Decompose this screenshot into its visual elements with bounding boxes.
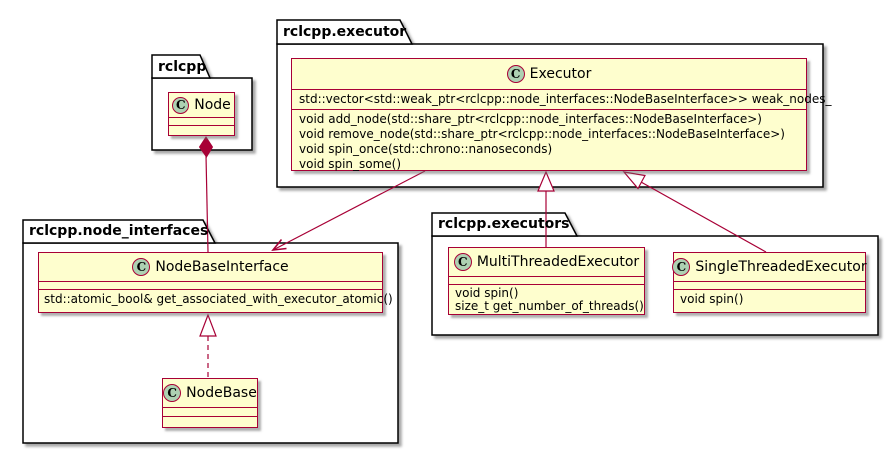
class-name: SingleThreadedExecutor [695, 259, 867, 275]
package-rclcpp-executors-tab [431, 212, 579, 237]
class-executor: C Executor std::vector<std::weak_ptr<rcl… [291, 58, 832, 171]
package-label-rclcpp-executors: rclcpp.executors [438, 216, 570, 232]
class-nodebaseinterface-title: C NodeBaseInterface [39, 253, 382, 281]
attributes-compartment [163, 407, 257, 416]
class-singlethreadedexecutor: C SingleThreadedExecutor void spin() [672, 252, 867, 313]
class-node: C Node [168, 92, 235, 136]
association-arrowhead-icon [271, 238, 287, 252]
attributes-compartment [39, 281, 382, 289]
attributes-compartment [449, 276, 644, 284]
class-stereotype-icon: C [172, 96, 190, 114]
composition-diamond-icon [198, 136, 214, 158]
method-line: void add_node(std::share_ptr<rclcpp::nod… [299, 112, 762, 126]
class-stereotype-icon: C [506, 65, 525, 83]
class-executor-title: C Executor [292, 59, 806, 89]
class-singlethreadedexecutor-title: C SingleThreadedExecutor [672, 253, 867, 281]
relation-generalization-multithreadedexecutor-executor [537, 170, 555, 247]
method-line: void remove_node(std::share_ptr<rclcpp::… [299, 127, 785, 141]
method-line: void spin_some() [299, 157, 402, 171]
methods-compartment [169, 125, 234, 134]
methods-compartment: void spin() size_t get_number_of_threads… [449, 284, 644, 313]
methods-compartment: void add_node(std::share_ptr<rclcpp::nod… [292, 109, 806, 171]
method-line: void spin() [680, 292, 744, 306]
class-stereotype-icon: C [132, 258, 151, 276]
class-stereotype-icon: C [163, 384, 182, 402]
relation-composition-node-nodebaseinterface [198, 136, 214, 253]
class-nodebaseinterface: C NodeBaseInterface std::atomic_bool& ge… [38, 252, 393, 313]
class-multithreadedexecutor: C MultiThreadedExecutor void spin() size… [448, 247, 645, 315]
class-name: Node [194, 97, 231, 113]
class-name: NodeBase [186, 385, 257, 401]
package-rclcpp-executor-tab [276, 19, 414, 45]
class-stereotype-icon: C [453, 253, 472, 271]
class-node-title: C Node [169, 93, 234, 117]
realization-triangle-icon [199, 313, 217, 337]
package-rclcpp-tab [151, 54, 212, 79]
attributes-compartment [674, 281, 865, 289]
generalization-triangle-icon [537, 170, 555, 192]
class-nodebase-title: C NodeBase [163, 379, 257, 407]
relation-association-executor-nodebaseinterface [271, 170, 426, 252]
method-line: void spin() [455, 286, 519, 300]
method-line: void spin_once(std::chrono::nanoseconds) [299, 142, 553, 156]
class-nodebase: C NodeBase [162, 378, 258, 428]
generalization-triangle-icon [622, 171, 646, 190]
methods-compartment [163, 416, 257, 426]
class-stereotype-icon: C [672, 258, 691, 276]
attribute-line: std::vector<std::weak_ptr<rclcpp::node_i… [299, 92, 832, 106]
methods-compartment: std::atomic_bool& get_associated_with_ex… [39, 289, 393, 311]
relation-realization-nodebase-nodebaseinterface [199, 313, 217, 378]
method-line: size_t get_number_of_threads() [455, 299, 644, 313]
class-name: Executor [529, 66, 592, 82]
class-multithreadedexecutor-title: C MultiThreadedExecutor [449, 248, 644, 276]
attributes-compartment [169, 117, 234, 125]
relation-generalization-singlethreadedexecutor-executor [622, 171, 767, 253]
methods-compartment: void spin() [674, 289, 865, 311]
package-label-rclcpp-executor: rclcpp.executor [283, 24, 407, 40]
attributes-compartment: std::vector<std::weak_ptr<rclcpp::node_i… [292, 89, 832, 109]
class-name: NodeBaseInterface [155, 259, 289, 275]
package-label-rclcpp-node-interfaces: rclcpp.node_interfaces [29, 223, 209, 239]
method-line: std::atomic_bool& get_associated_with_ex… [44, 292, 393, 306]
package-label-rclcpp: rclcpp [158, 59, 207, 75]
package-rclcpp-node-interfaces-tab [22, 219, 217, 244]
class-name: MultiThreadedExecutor [476, 254, 640, 270]
